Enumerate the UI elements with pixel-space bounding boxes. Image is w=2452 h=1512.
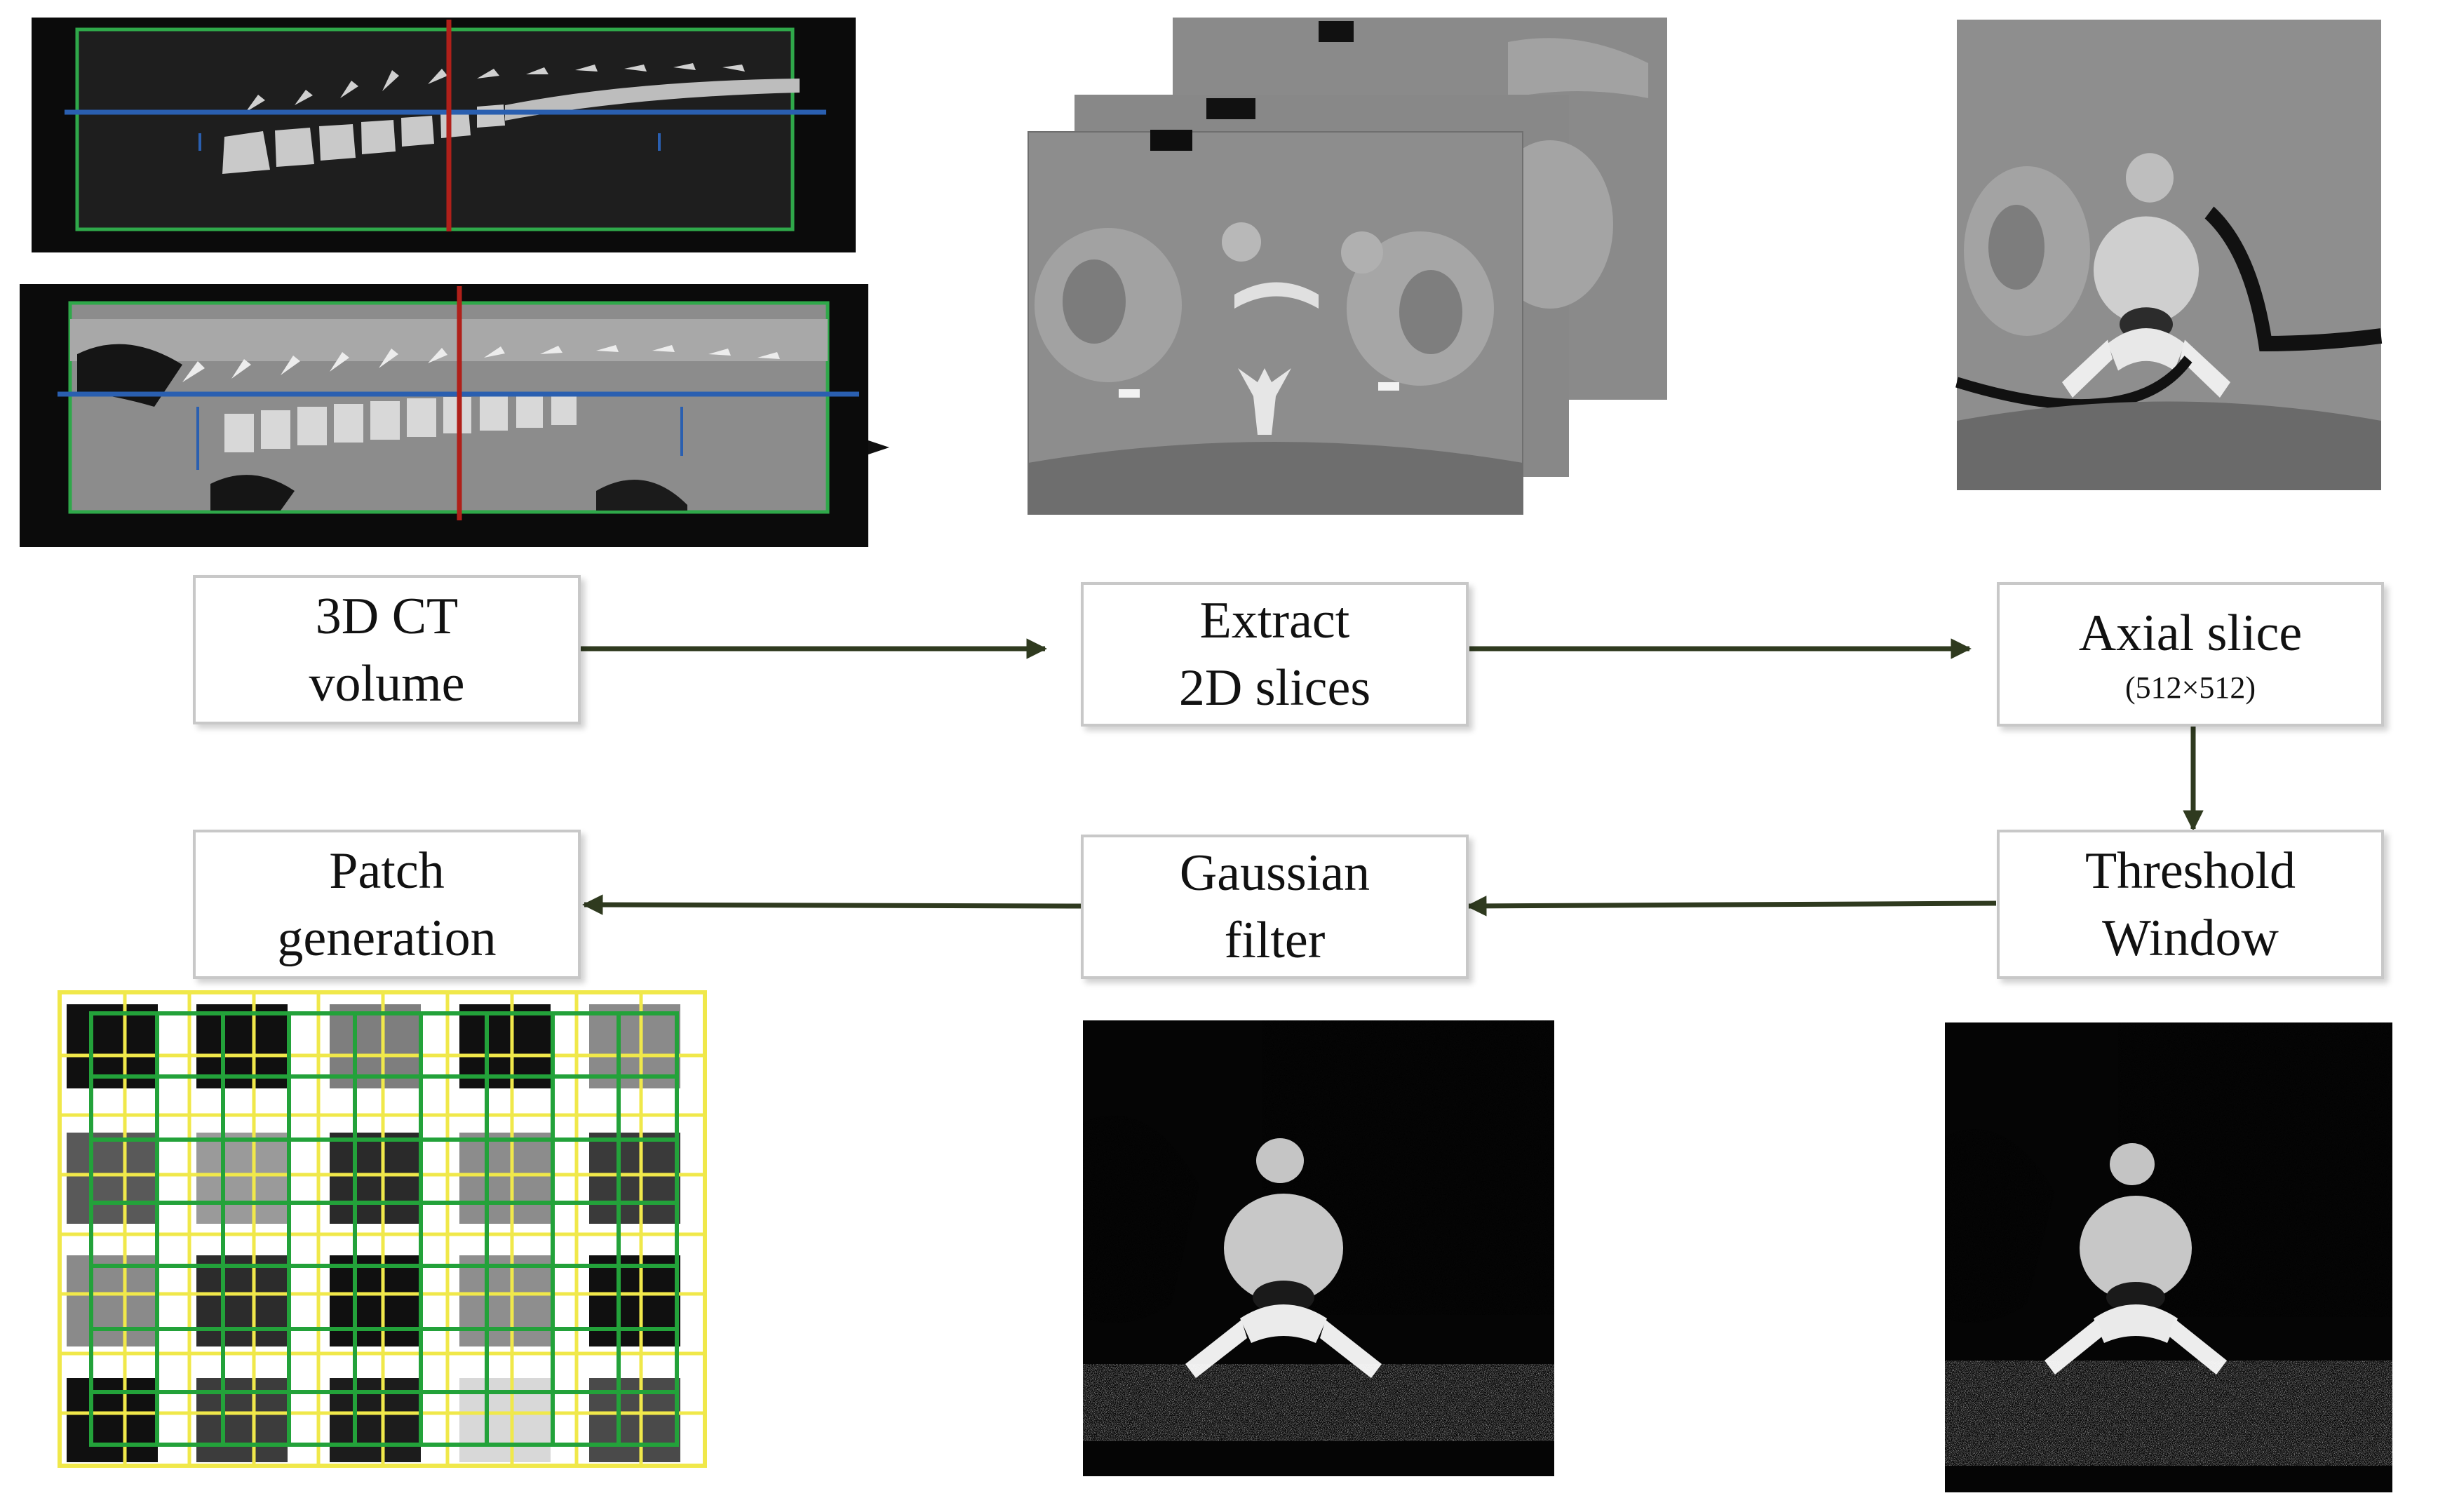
stacked-2d-slices — [1028, 18, 1667, 515]
patch-grid-image — [58, 990, 707, 1468]
node-gaussian-filter: Gaussian filter — [1081, 835, 1469, 979]
sagittal-view-bottom — [20, 284, 889, 547]
axial-slice-image — [1955, 20, 2383, 490]
node-label-line: 2D slices — [1178, 659, 1371, 717]
arrow-threshold-to-gaussian — [1466, 896, 1997, 917]
sagittal-view-top — [32, 18, 856, 252]
node-label-line: 3D CT — [315, 587, 459, 645]
node-axial-slice: Axial slice (512×512) — [1997, 582, 2384, 727]
arrow-gaussian-to-patch — [582, 894, 1083, 915]
node-label-line: Patch — [329, 842, 445, 900]
flow-arrows — [579, 638, 2204, 917]
node-label-line: filter — [1224, 912, 1326, 969]
node-patch-generation: Patch generation — [193, 830, 581, 979]
node-label-line: Threshold — [2084, 842, 2296, 900]
node-extract-2d-slices: Extract 2D slices — [1081, 582, 1469, 727]
node-label-line: generation — [277, 909, 497, 967]
threshold-window-image — [1945, 1022, 2392, 1492]
gaussian-filter-image — [1083, 1020, 1554, 1476]
node-label-line: Gaussian — [1179, 844, 1370, 902]
node-label-line: volume — [309, 654, 465, 713]
node-threshold-window: Threshold Window — [1997, 830, 2384, 979]
node-label-line: Extract — [1199, 592, 1350, 649]
node-label-line: Axial slice — [2078, 605, 2303, 662]
node-3d-ct-volume: 3D CT volume — [193, 575, 581, 724]
node-label-line: Window — [2102, 909, 2279, 967]
node-sublabel: (512×512) — [2124, 670, 2256, 705]
